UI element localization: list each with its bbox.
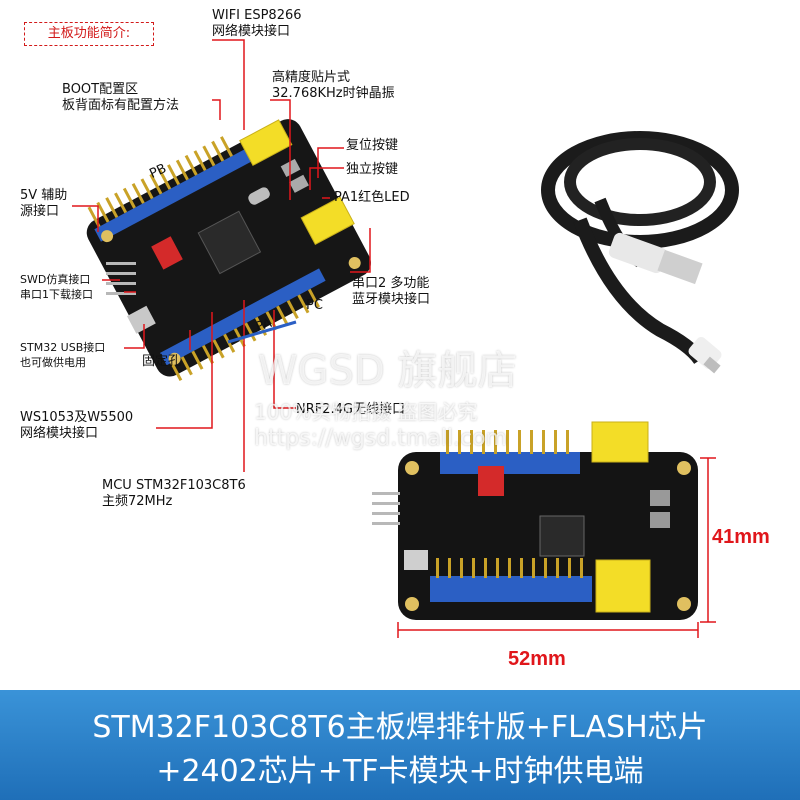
watermark-notice: 100%实物拍摄 盗图必究 — [254, 400, 478, 424]
label-wifi-esp8266: WIFI ESP8266 网络模块接口 — [212, 8, 302, 39]
uart2-socket — [300, 196, 355, 245]
footer-banner: STM32F103C8T6主板焊排针版+FLASH芯片 +2402芯片+TF卡模… — [0, 690, 800, 800]
section-tag: 主板功能简介: — [24, 22, 154, 46]
footer-title-line1: STM32F103C8T6主板焊排针版+FLASH芯片 — [92, 710, 708, 745]
pb-header — [87, 136, 252, 242]
esp8266-socket — [239, 119, 293, 166]
boot-jumper — [151, 236, 183, 270]
label-mcu: MCU STM32F103C8T6 主频72MHz — [102, 478, 246, 509]
label-uart2: 串口2 多功能 蓝牙模块接口 — [352, 276, 431, 307]
usb-cable — [541, 131, 739, 374]
dimension-height: 41mm — [712, 526, 770, 548]
label-swd: SWD仿真接口 串口1下载接口 — [20, 273, 93, 301]
swd-pins — [106, 262, 136, 295]
main-board-top — [372, 421, 698, 620]
label-crystal: 高精度贴片式 32.768KHz时钟晶振 — [272, 70, 395, 101]
dimension-width: 52mm — [508, 648, 566, 670]
dimension-lines — [397, 457, 716, 638]
label-boot: BOOT配置区 板背面标有配置方法 — [62, 82, 180, 113]
mcu-chip — [197, 210, 262, 275]
label-mount-hole: 固定孔 — [142, 354, 182, 369]
label-nrf: NRF2.4G无线接口 — [296, 402, 405, 417]
label-reset-key: 复位按键 — [346, 138, 399, 153]
label-ws1053: WS1053及W5500 网络模块接口 — [20, 410, 134, 441]
label-usb: STM32 USB接口 也可做供电用 — [20, 341, 106, 369]
label-5v-power: 5V 辅助 源接口 — [20, 188, 68, 219]
footer-title-line2: +2402芯片+TF卡模块+时钟供电端 — [156, 754, 644, 789]
watermark-brand: WGSD 旗舰店 — [258, 348, 518, 394]
label-led: PA1红色LED — [334, 190, 410, 205]
watermark-url: https://wgsd.tmall.com — [254, 426, 507, 451]
label-user-key: 独立按键 — [346, 162, 399, 177]
leader-lines — [72, 39, 371, 472]
main-board-angled — [86, 119, 371, 381]
label-pc: PC — [306, 298, 323, 313]
